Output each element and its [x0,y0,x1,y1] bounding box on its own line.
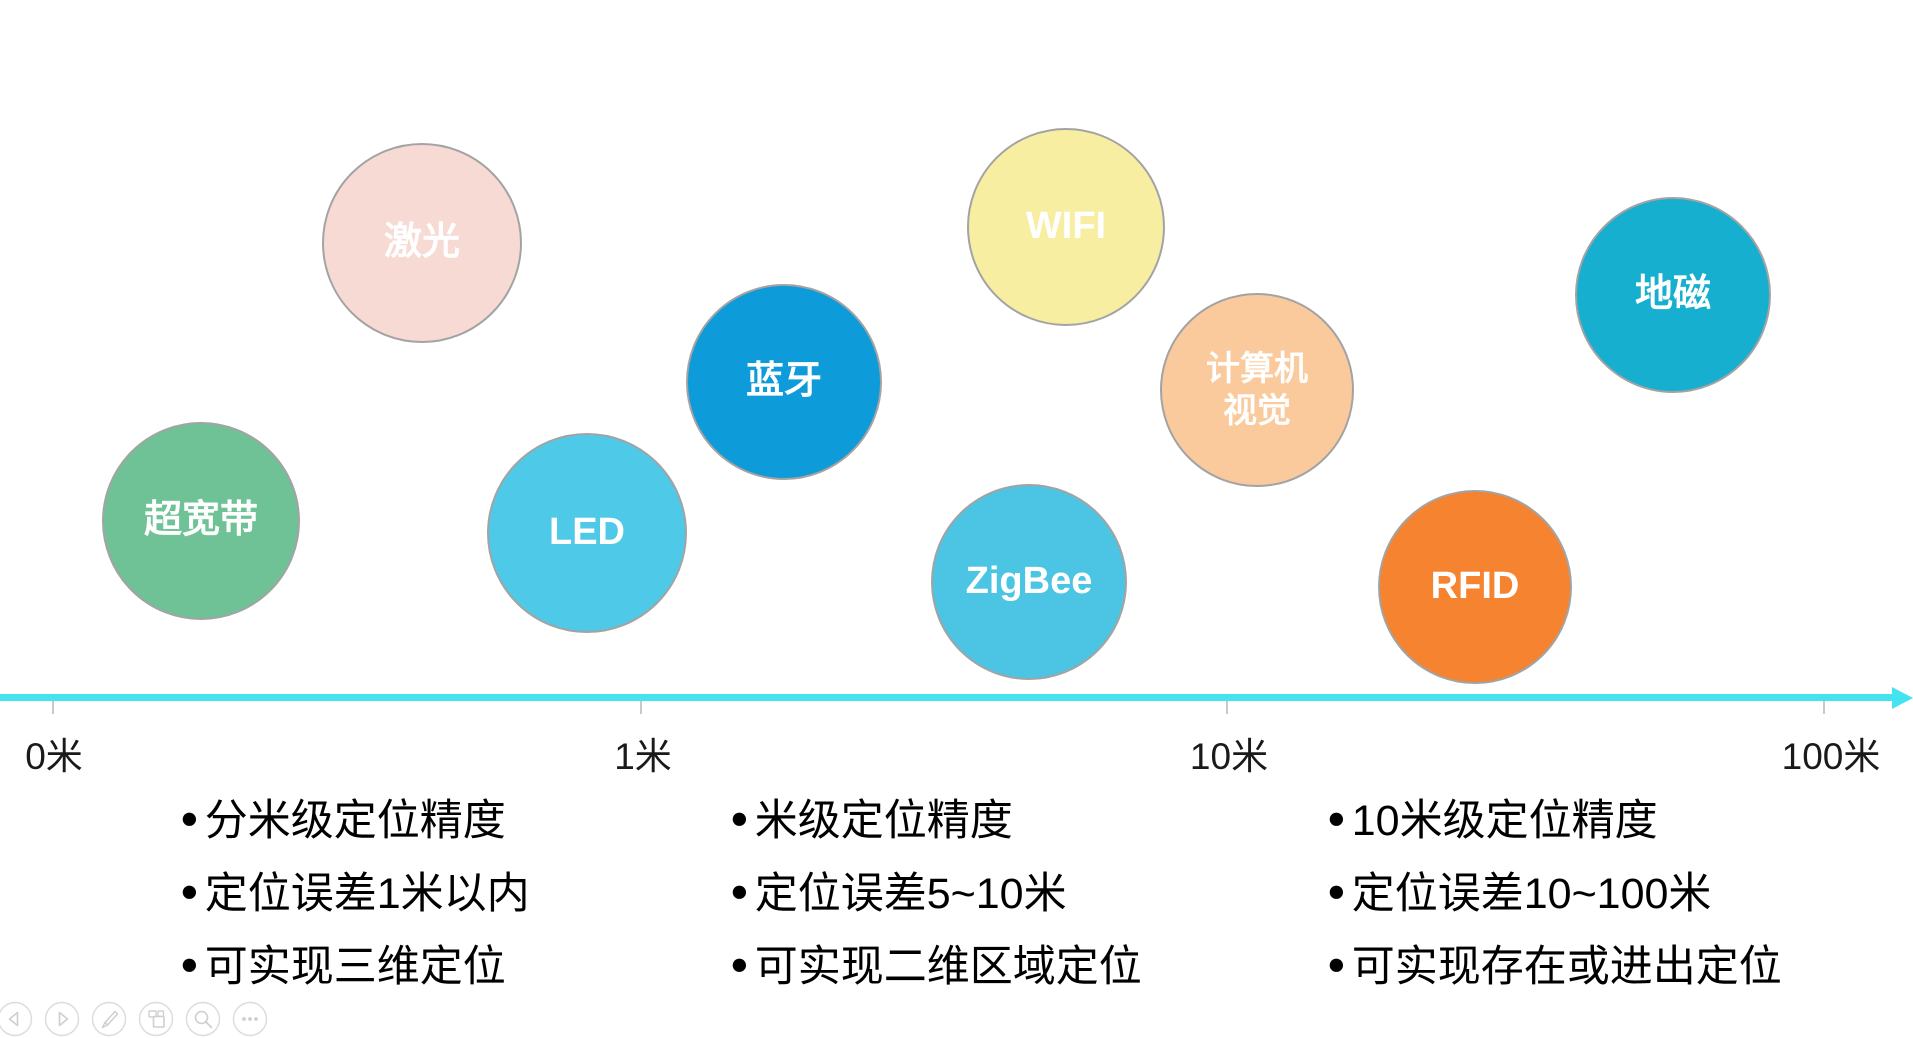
bubble-geomagnetic-label: 地磁 [1634,273,1711,316]
axis-arrowhead-icon [1892,687,1913,709]
bubble-geomagnetic: 地磁 [1575,197,1771,393]
bubble-rfid: RFID [1378,490,1572,684]
pen-annotate-button[interactable] [91,1001,127,1037]
note-item: ● 10米级定位精度 [1327,795,1782,845]
axis-tick [52,701,54,714]
bubble-uwb-label: 超宽带 [143,499,258,542]
bubble-zigbee-label: ZigBee [965,560,1093,603]
magnifier-icon [185,1001,221,1037]
notes-ten-meter-level: ● 10米级定位精度 ● 定位误差10~100米 ● 可实现存在或进出定位 [1327,795,1782,1014]
bubble-led-label: LED [549,511,625,554]
bubble-computer-vision: 计算机 视觉 [1160,293,1354,487]
slides-grid-icon [138,1001,174,1037]
note-item: ● 可实现三维定位 [180,941,530,991]
note-item: ● 定位误差5~10米 [730,868,1142,918]
axis-tick [1226,701,1228,714]
axis-label-100m: 100米 [1781,736,1881,777]
bullet-icon: ● [1327,872,1346,908]
note-text: 可实现三维定位 [204,943,506,991]
bullet-icon: ● [730,799,749,835]
bubble-rfid-label: RFID [1430,565,1520,608]
note-text: 米级定位精度 [754,797,1013,845]
axis-tick [640,701,642,714]
note-item: ● 米级定位精度 [730,795,1142,845]
notes-decimeter-level: ● 分米级定位精度 ● 定位误差1米以内 ● 可实现三维定位 [180,795,530,1014]
bubble-zigbee: ZigBee [931,484,1127,680]
arrow-left-icon [0,1001,33,1037]
note-item: ● 定位误差1米以内 [180,868,530,918]
slide-thumbnails-button[interactable] [138,1001,174,1037]
note-text: 定位误差1米以内 [204,870,530,918]
axis-label-10m: 10米 [1189,736,1269,777]
note-item: ● 分米级定位精度 [180,795,530,845]
bubble-led: LED [487,433,687,633]
ellipsis-icon [232,1001,268,1037]
next-slide-button[interactable] [44,1001,80,1037]
bullet-icon: ● [730,945,749,981]
bullet-icon: ● [180,945,199,981]
axis-label-1m: 1米 [614,736,672,777]
bullet-icon: ● [180,799,199,835]
pen-icon [91,1001,127,1037]
note-text: 可实现存在或进出定位 [1351,943,1782,991]
axis-tick [1823,701,1825,714]
bubble-uwb: 超宽带 [102,422,300,620]
more-options-button[interactable] [232,1001,268,1037]
bubble-computer-vision-label: 计算机 视觉 [1206,349,1308,431]
arrow-right-icon [44,1001,80,1037]
bullet-icon: ● [1327,799,1346,835]
note-text: 10米级定位精度 [1351,797,1658,845]
note-item: ● 可实现存在或进出定位 [1327,941,1782,991]
bubble-bluetooth-label: 蓝牙 [745,360,822,403]
bullet-icon: ● [1327,945,1346,981]
zoom-magnifier-button[interactable] [185,1001,221,1037]
bubble-laser: 激光 [322,143,522,343]
note-text: 分米级定位精度 [204,797,506,845]
note-item: ● 定位误差10~100米 [1327,868,1782,918]
note-text: 可实现二维区域定位 [754,943,1142,991]
bubble-laser-label: 激光 [383,221,460,264]
bullet-icon: ● [180,872,199,908]
bubble-bluetooth: 蓝牙 [686,284,882,480]
slideshow-toolbar [0,1001,268,1037]
axis-label-0m: 0米 [25,736,83,777]
axis-line [0,694,1895,701]
note-text: 定位误差5~10米 [754,870,1067,918]
bubble-wifi-label: WIFI [1025,205,1107,248]
bubble-wifi: WIFI [967,128,1165,326]
bullet-icon: ● [730,872,749,908]
note-text: 定位误差10~100米 [1351,870,1712,918]
note-item: ● 可实现二维区域定位 [730,941,1142,991]
previous-slide-button[interactable] [0,1001,33,1037]
notes-meter-level: ● 米级定位精度 ● 定位误差5~10米 ● 可实现二维区域定位 [730,795,1142,1014]
